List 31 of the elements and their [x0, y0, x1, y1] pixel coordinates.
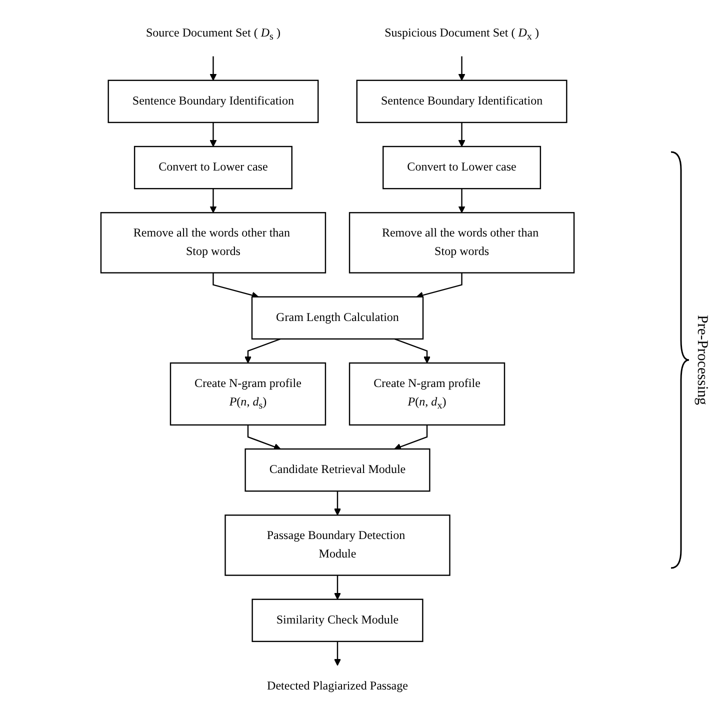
arrow	[394, 424, 428, 450]
node-text: Suspicious Document Set ( D$_{x}$ )	[384, 26, 539, 42]
node-box: Gram Length Calculation	[251, 296, 424, 340]
node-text: Detected Plagiarized Passage	[267, 680, 408, 693]
node-box: Candidate Retrieval Module	[244, 448, 430, 492]
arrow	[334, 641, 342, 666]
node-box: Convert to Lower case	[382, 146, 542, 190]
arrow	[212, 272, 259, 299]
node-box: Passage Boundary Detection Module	[224, 514, 450, 576]
arrow	[416, 272, 462, 299]
arrow	[334, 575, 342, 600]
node-box: Remove all the words other than Stop words	[100, 212, 326, 274]
arrow	[247, 424, 281, 450]
arrow	[210, 188, 217, 213]
arrow	[334, 491, 342, 516]
node-box: Sentence Boundary Identification	[108, 80, 319, 124]
arrow	[244, 338, 281, 364]
arrow	[458, 122, 466, 147]
arrow	[394, 338, 431, 364]
arrow	[210, 56, 217, 81]
arrow	[210, 122, 217, 147]
node-box: Convert to Lower case	[134, 146, 292, 190]
node-box: Create N-gram profile P(n, d$_{x}$)	[348, 362, 506, 426]
node-box: Remove all the words other than Stop words	[348, 212, 575, 274]
node-text: Source Document Set ( D$_{s}$ )	[146, 26, 280, 42]
node-box: Sentence Boundary Identification	[356, 80, 568, 124]
node-box: Create N-gram profile P(n, d$_{s}$)	[170, 362, 326, 426]
arrow	[458, 188, 466, 213]
node-box: Similarity Check Module	[252, 598, 424, 642]
arrow	[458, 56, 466, 81]
section-label: Pre-Processing	[693, 315, 710, 405]
